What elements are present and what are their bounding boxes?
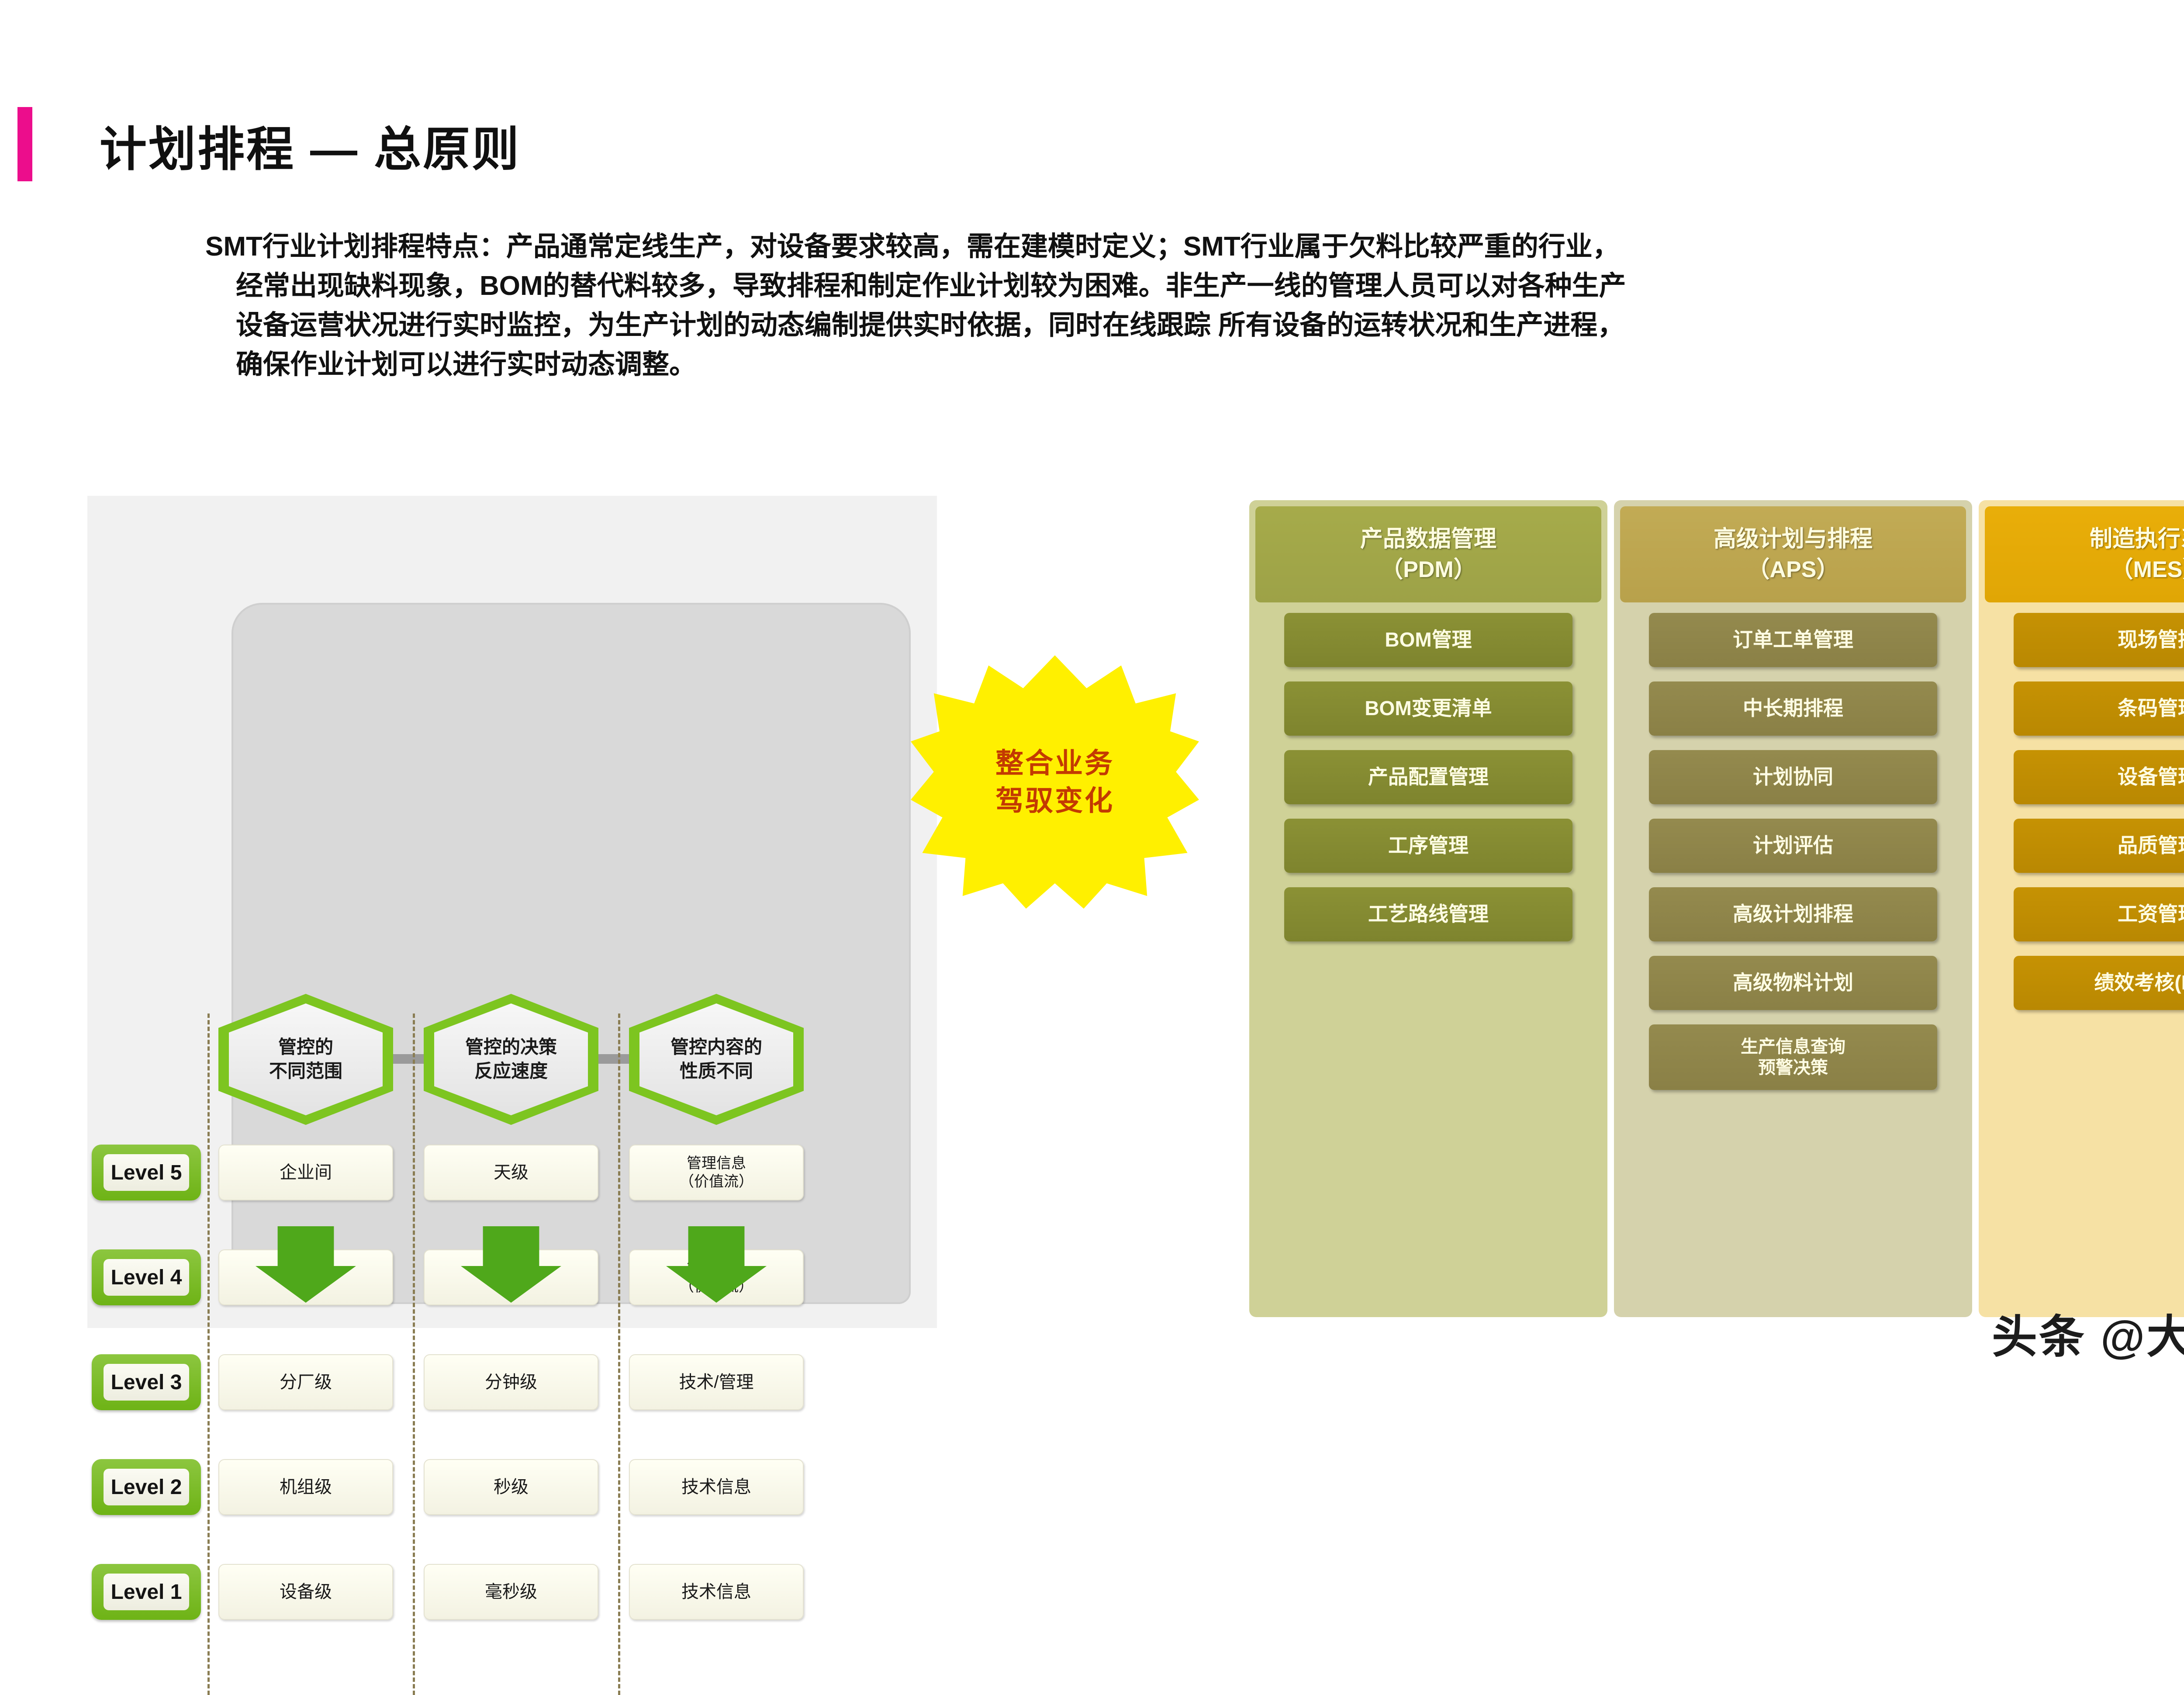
cell-scope-1: 设备级	[218, 1564, 393, 1620]
system-item-mes-1[interactable]: 条码管理	[2014, 681, 2184, 736]
system-header-pdm-line1: 产品数据管理	[1360, 526, 1496, 552]
hexagon-2: 管控内容的 性质不同	[629, 994, 804, 1125]
cell-scope-5: 企业间	[218, 1145, 393, 1200]
system-items-pdm: BOM管理 BOM变更清单 产品配置管理 工序管理 工艺路线管理	[1249, 609, 1607, 941]
intro-line-1: SMT行业计划排程特点：产品通常定线生产，对设备要求较高，需在建模时定义；SMT…	[205, 232, 1620, 262]
level-chip-5-label: Level 5	[104, 1154, 189, 1191]
hexagon-0-line2: 不同范围	[269, 1061, 342, 1081]
system-item-mes-2[interactable]: 设备管理	[2014, 750, 2184, 804]
system-column-mes: 制造执行系统 （MES） 现场管控 条码管理 设备管理 品质管理 工资管理 绩效…	[1979, 500, 2184, 1317]
system-item-pdm-1[interactable]: BOM变更清单	[1284, 681, 1572, 736]
hexagon-2-line2: 性质不同	[679, 1061, 753, 1081]
cell-nature-5-line1: 管理信息	[687, 1155, 746, 1172]
cell-scope-3: 分厂级	[218, 1354, 393, 1410]
hexagon-1-line2: 反应速度	[474, 1061, 548, 1081]
cell-nature-5-line2: （价值流）	[679, 1173, 753, 1190]
level-chip-1[interactable]: Level 1	[92, 1564, 201, 1620]
cell-speed-5-label: 天级	[494, 1163, 529, 1182]
column-divider-3	[618, 1014, 620, 1695]
system-item-aps-6[interactable]: 生产信息查询 预警决策	[1649, 1024, 1937, 1090]
hexagon-0-line1: 管控的	[278, 1037, 333, 1058]
cell-scope-3-label: 分厂级	[280, 1373, 332, 1392]
hexagon-0: 管控的 不同范围	[218, 994, 393, 1125]
system-item-mes-3[interactable]: 品质管理	[2014, 819, 2184, 873]
system-item-mes-5[interactable]: 绩效考核(KPI)	[2014, 956, 2184, 1010]
cell-nature-5: 管理信息 （价值流）	[629, 1145, 804, 1200]
cell-scope-2: 机组级	[218, 1459, 393, 1515]
watermark: 头条 @大音智能	[1992, 1312, 2184, 1363]
intro-line-3: 设备运营状况进行实时监控，为生产计划的动态编制提供实时依据，同时在线跟踪 所有设…	[236, 310, 1625, 340]
hexagon-2-line1: 管控内容的	[670, 1037, 762, 1058]
system-header-aps-line2: （APS）	[1747, 557, 1839, 582]
cell-speed-5: 天级	[424, 1145, 598, 1200]
system-item-pdm-4[interactable]: 工艺路线管理	[1284, 887, 1572, 941]
system-item-mes-4[interactable]: 工资管理	[2014, 887, 2184, 941]
cell-speed-3: 分钟级	[424, 1354, 598, 1410]
column-divider-1	[207, 1014, 210, 1695]
level-chip-1-label: Level 1	[104, 1574, 189, 1610]
system-items-aps: 订单工单管理 中长期排程 计划协同 计划评估 高级计划排程 高级物料计划 生产信…	[1614, 609, 1972, 1090]
cell-scope-1-label: 设备级	[280, 1582, 332, 1602]
level-chip-4-label: Level 4	[104, 1259, 189, 1296]
system-column-pdm: 产品数据管理 （PDM） BOM管理 BOM变更清单 产品配置管理 工序管理 工…	[1249, 500, 1607, 1317]
cell-speed-2: 秒级	[424, 1459, 598, 1515]
system-item-pdm-2[interactable]: 产品配置管理	[1284, 750, 1572, 804]
starburst-line-2: 驾驭变化	[995, 785, 1114, 816]
control-levels-diagram: 管控的 不同范围 管控的决策 反应速度 管控内容的 性质不同 Level 5 企…	[87, 496, 937, 1695]
system-item-aps-2[interactable]: 计划协同	[1649, 750, 1937, 804]
title-accent-bar	[17, 107, 32, 181]
hexagon-1-line1: 管控的决策	[465, 1037, 557, 1058]
intro-paragraph: SMT行业计划排程特点：产品通常定线生产，对设备要求较高，需在建模时定义；SMT…	[205, 227, 2184, 384]
intro-line-4: 确保作业计划可以进行实时动态调整。	[236, 349, 697, 380]
system-header-mes: 制造执行系统 （MES）	[1985, 506, 2184, 602]
cell-nature-1-label: 技术信息	[681, 1582, 751, 1602]
cell-speed-3-label: 分钟级	[485, 1373, 537, 1392]
cell-nature-3: 技术/管理	[629, 1354, 804, 1410]
system-item-mes-0[interactable]: 现场管控	[2014, 613, 2184, 667]
system-item-aps-0[interactable]: 订单工单管理	[1649, 613, 1937, 667]
system-item-pdm-0[interactable]: BOM管理	[1284, 613, 1572, 667]
system-item-aps-3[interactable]: 计划评估	[1649, 819, 1937, 873]
system-column-aps: 高级计划与排程 （APS） 订单工单管理 中长期排程 计划协同 计划评估 高级计…	[1614, 500, 1972, 1317]
system-header-pdm: 产品数据管理 （PDM）	[1255, 506, 1601, 602]
starburst-callout: 整合业务 驾驭变化	[911, 655, 1199, 909]
system-item-aps-1[interactable]: 中长期排程	[1649, 681, 1937, 736]
starburst-line-1: 整合业务	[995, 747, 1114, 779]
system-header-mes-line1: 制造执行系统	[2089, 526, 2184, 552]
system-item-pdm-3[interactable]: 工序管理	[1284, 819, 1572, 873]
system-item-aps-4[interactable]: 高级计划排程	[1649, 887, 1937, 941]
system-items-mes: 现场管控 条码管理 设备管理 品质管理 工资管理 绩效考核(KPI)	[1979, 609, 2184, 1010]
system-header-pdm-line2: （PDM）	[1380, 557, 1476, 582]
column-divider-2	[413, 1014, 415, 1695]
hexagon-1: 管控的决策 反应速度	[424, 994, 598, 1125]
level-chip-2-label: Level 2	[104, 1469, 189, 1505]
level-chip-4[interactable]: Level 4	[92, 1249, 201, 1305]
cell-nature-2-label: 技术信息	[681, 1477, 751, 1497]
cell-scope-5-label: 企业间	[280, 1163, 332, 1182]
system-header-mes-line2: （MES）	[2110, 557, 2184, 582]
intro-line-2: 经常出现缺料现象，BOM的替代料较多，导致排程和制定作业计划较为困难。非生产一线…	[236, 270, 1626, 301]
level-chip-5[interactable]: Level 5	[92, 1145, 201, 1200]
system-item-aps-5[interactable]: 高级物料计划	[1649, 956, 1937, 1010]
system-header-aps: 高级计划与排程 （APS）	[1620, 506, 1966, 602]
system-header-aps-line1: 高级计划与排程	[1713, 526, 1873, 552]
cell-speed-1: 毫秒级	[424, 1564, 598, 1620]
cell-nature-1: 技术信息	[629, 1564, 804, 1620]
cell-nature-2: 技术信息	[629, 1459, 804, 1515]
cell-speed-1-label: 毫秒级	[485, 1582, 537, 1602]
cell-scope-2-label: 机组级	[280, 1477, 332, 1497]
cell-speed-2-label: 秒级	[494, 1477, 529, 1497]
page-title: 计划排程 — 总原则	[100, 123, 521, 176]
cell-nature-3-label: 技术/管理	[679, 1373, 754, 1392]
level-chip-2[interactable]: Level 2	[92, 1459, 201, 1515]
level-chip-3-label: Level 3	[104, 1364, 189, 1401]
level-chip-3[interactable]: Level 3	[92, 1354, 201, 1410]
